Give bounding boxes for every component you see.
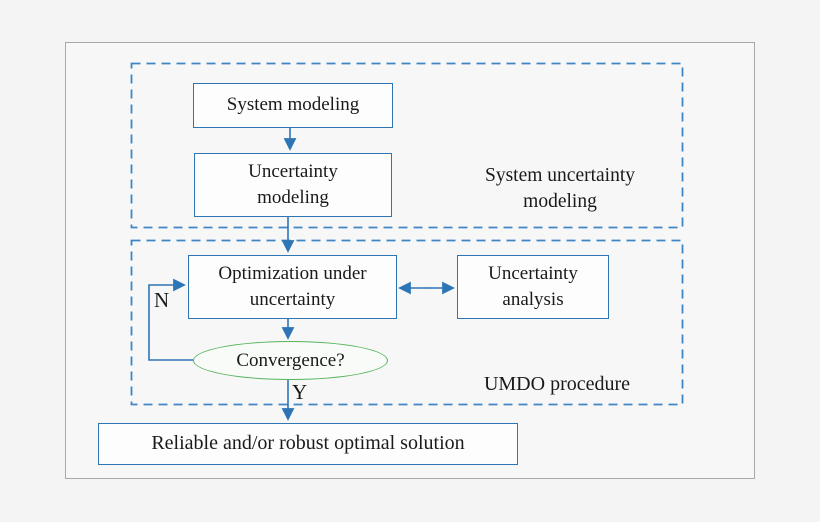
node-uncertainty-modeling: Uncertainty modeling bbox=[194, 153, 392, 217]
figure-frame bbox=[65, 42, 755, 479]
node-system-modeling: System modeling bbox=[193, 83, 393, 128]
node-optimal-solution: Reliable and/or robust optimal solution bbox=[98, 423, 518, 465]
edge-label-no: N bbox=[154, 288, 170, 312]
arrow-convergence-no-feedback bbox=[148, 278, 193, 361]
region-label-system-uncertainty-modeling: System uncertainty modeling bbox=[484, 165, 635, 213]
node-optimization-under-uncertainty: Optimization under uncertainty bbox=[188, 255, 397, 319]
region-label-umdo-procedure: UMDO procedure bbox=[483, 373, 631, 395]
edge-label-yes: Y bbox=[292, 380, 308, 404]
system-uncertainty-modeling-region-border bbox=[130, 62, 684, 229]
node-convergence-decision: Convergence? bbox=[193, 341, 388, 380]
node-uncertainty-analysis: Uncertainty analysis bbox=[457, 255, 609, 319]
umdo-procedure-region-border bbox=[130, 239, 684, 406]
